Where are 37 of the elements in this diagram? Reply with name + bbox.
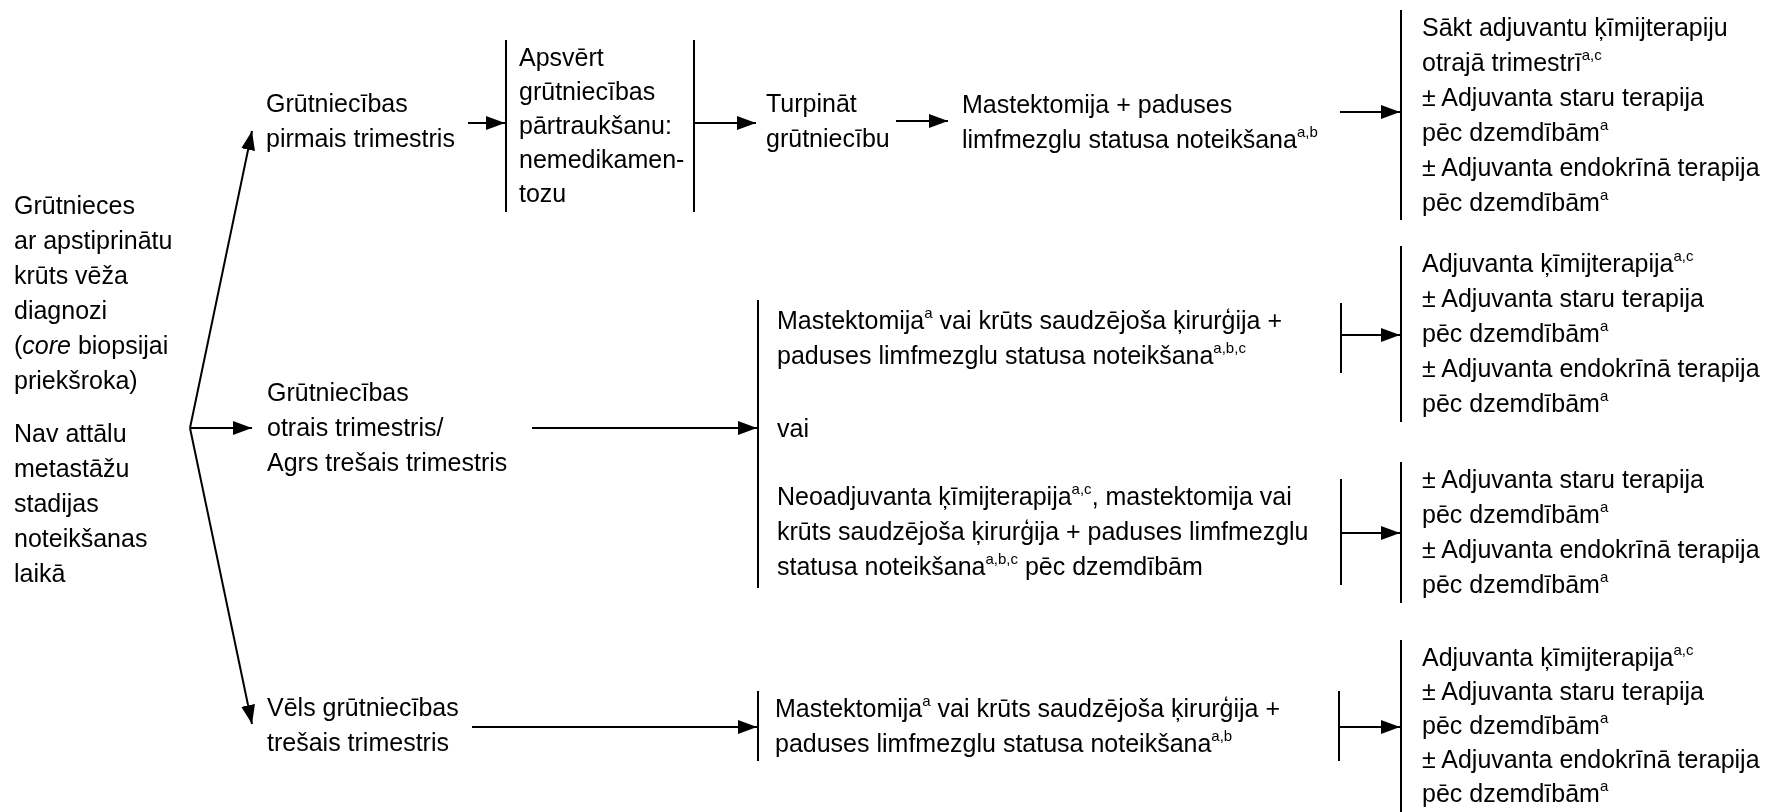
condition-text: Grūtniecības pirmais trimestris xyxy=(266,88,455,154)
arrow xyxy=(1339,328,1401,342)
condition-text: Nav attālu metastāžu stadijas noteikšanas laikā xyxy=(14,418,148,589)
bracketed-step xyxy=(757,691,1340,761)
treatment-text: ± Adjuvanta staru terapija pēc dzemdībām$^{a}$ xyxy=(1422,283,1704,349)
treatment-text: Adjuvanta ķīmijterapija$^{a,c}$ xyxy=(1422,246,1694,279)
arrow xyxy=(531,421,758,435)
or-text: vai xyxy=(777,413,809,444)
bracket-group xyxy=(757,300,1340,588)
condition-text: Grūtnieces ar apstiprinātu krūts vēža diagnozi (core biopsijai priekšroka) xyxy=(14,190,173,396)
treatment-text: ± Adjuvanta staru terapija pēc dzemdībām$^{a}$ xyxy=(1422,82,1704,148)
arrow xyxy=(895,114,949,128)
condition-text: Grūtniecības otrais trimestris/ Agrs trešais trimestris xyxy=(267,377,508,478)
treatment-text: ± Adjuvanta endokrīnā terapija pēc dzemdībām$^{a}$ xyxy=(1422,744,1760,809)
treatment-text: ± Adjuvanta endokrīnā terapija pēc dzemdībām$^{a}$ xyxy=(1422,353,1760,419)
arrow xyxy=(467,116,506,130)
treatment-text: ± Adjuvanta endokrīnā terapija pēc dzemdībām$^{a}$ xyxy=(1422,152,1760,218)
arrow xyxy=(1339,526,1401,540)
step-text: Mastektomija + paduses limfmezglu statusa noteikšana$^{a,b}$ xyxy=(962,89,1318,155)
treatment-text: ± Adjuvanta endokrīnā terapija pēc dzemdībām$^{a}$ xyxy=(1422,534,1760,600)
step-text: Apsvērt grūtniecības pārtraukšanu: nemedikamen-tozu xyxy=(519,42,686,209)
arrow xyxy=(189,130,255,429)
step-text: Turpināt grūtniecību xyxy=(766,88,890,154)
arrow xyxy=(1339,720,1401,734)
arrow xyxy=(1339,105,1401,119)
treatment-text: Adjuvanta ķīmijterapija$^{a,c}$ xyxy=(1422,640,1694,673)
arrow xyxy=(189,421,253,435)
step-text: Neoadjuvanta ķīmijterapija$^{a,c}$, mastektomija vai krūts saudzējoša ķirurģija + paduses limfmezglu statusa noteikšana$^{a,b,c}$ pēc dzemdībām xyxy=(777,479,1309,582)
step-text: Mastektomija$^{a}$ vai krūts saudzējoša ķirurģija + paduses limfmezglu statusa noteikšana$^{a,b}$ xyxy=(775,691,1281,759)
treatment-text: ± Adjuvanta staru terapija pēc dzemdībām$^{a}$ xyxy=(1422,676,1704,741)
arrow xyxy=(471,720,758,734)
treatment-text: ± Adjuvanta staru terapija pēc dzemdībām$^{a}$ xyxy=(1422,464,1704,530)
treatment-text: Sākt adjuvantu ķīmijterapiju otrajā trimestrī$^{a,c}$ xyxy=(1422,12,1728,78)
condition-text: Vēls grūtniecības trešais trimestris xyxy=(267,692,459,758)
step-text: Mastektomija$^{a}$ vai krūts saudzējoša ķirurģija + paduses limfmezglu statusa noteikšana$^{a,b,c}$ xyxy=(777,303,1283,371)
arrow xyxy=(694,116,757,130)
arrow xyxy=(189,427,255,725)
